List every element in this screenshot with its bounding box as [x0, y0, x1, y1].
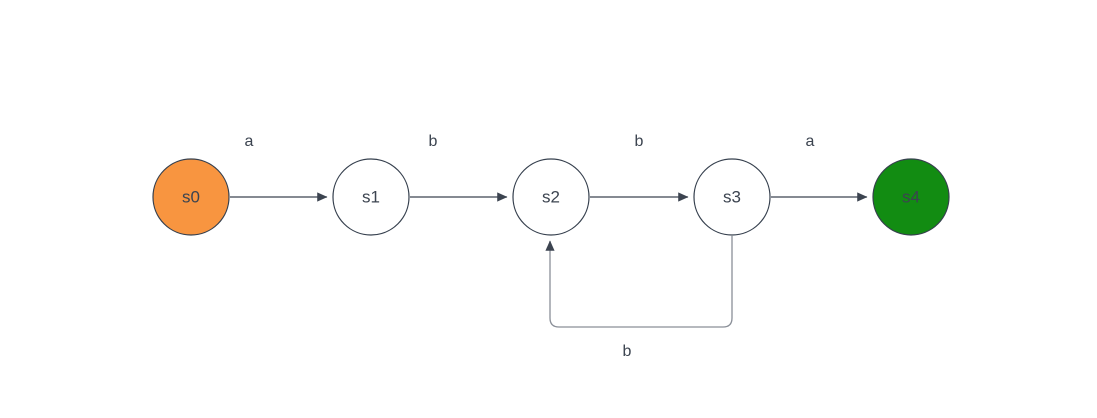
node-label-s3: s3 [723, 187, 741, 206]
loop-path-s3-to-s2 [545, 236, 733, 328]
node-s4[interactable]: s4 [872, 158, 950, 236]
edge-s0-s1: a [230, 133, 328, 202]
node-s0[interactable]: s0 [152, 158, 230, 236]
node-s2[interactable]: s2 [512, 158, 590, 236]
edge-s3-s2-loop: b [545, 236, 733, 360]
node-label-s2: s2 [542, 187, 560, 206]
edge-label-s1-s2: b [429, 133, 438, 150]
edge-label-s2-s3: b [635, 133, 644, 150]
node-circle-s2[interactable] [512, 158, 590, 236]
edge-label-s0-s1: a [245, 133, 254, 150]
node-circle-s0[interactable] [152, 158, 230, 236]
node-label-s1: s1 [362, 187, 380, 206]
node-circle-s3[interactable] [693, 158, 771, 236]
node-circle-s4[interactable] [872, 158, 950, 236]
node-circle-s1[interactable] [332, 158, 410, 236]
edge-label-s3-s4: a [806, 133, 815, 150]
edge-s3-s4: a [771, 133, 868, 202]
node-label-s4: s4 [902, 187, 920, 206]
node-s1[interactable]: s1 [332, 158, 410, 236]
edge-s1-s2: b [410, 133, 508, 202]
node-label-s0: s0 [182, 187, 200, 206]
edge-s2-s3: b [590, 133, 689, 202]
edge-label-s3-s2: b [623, 343, 632, 360]
node-s3[interactable]: s3 [693, 158, 771, 236]
